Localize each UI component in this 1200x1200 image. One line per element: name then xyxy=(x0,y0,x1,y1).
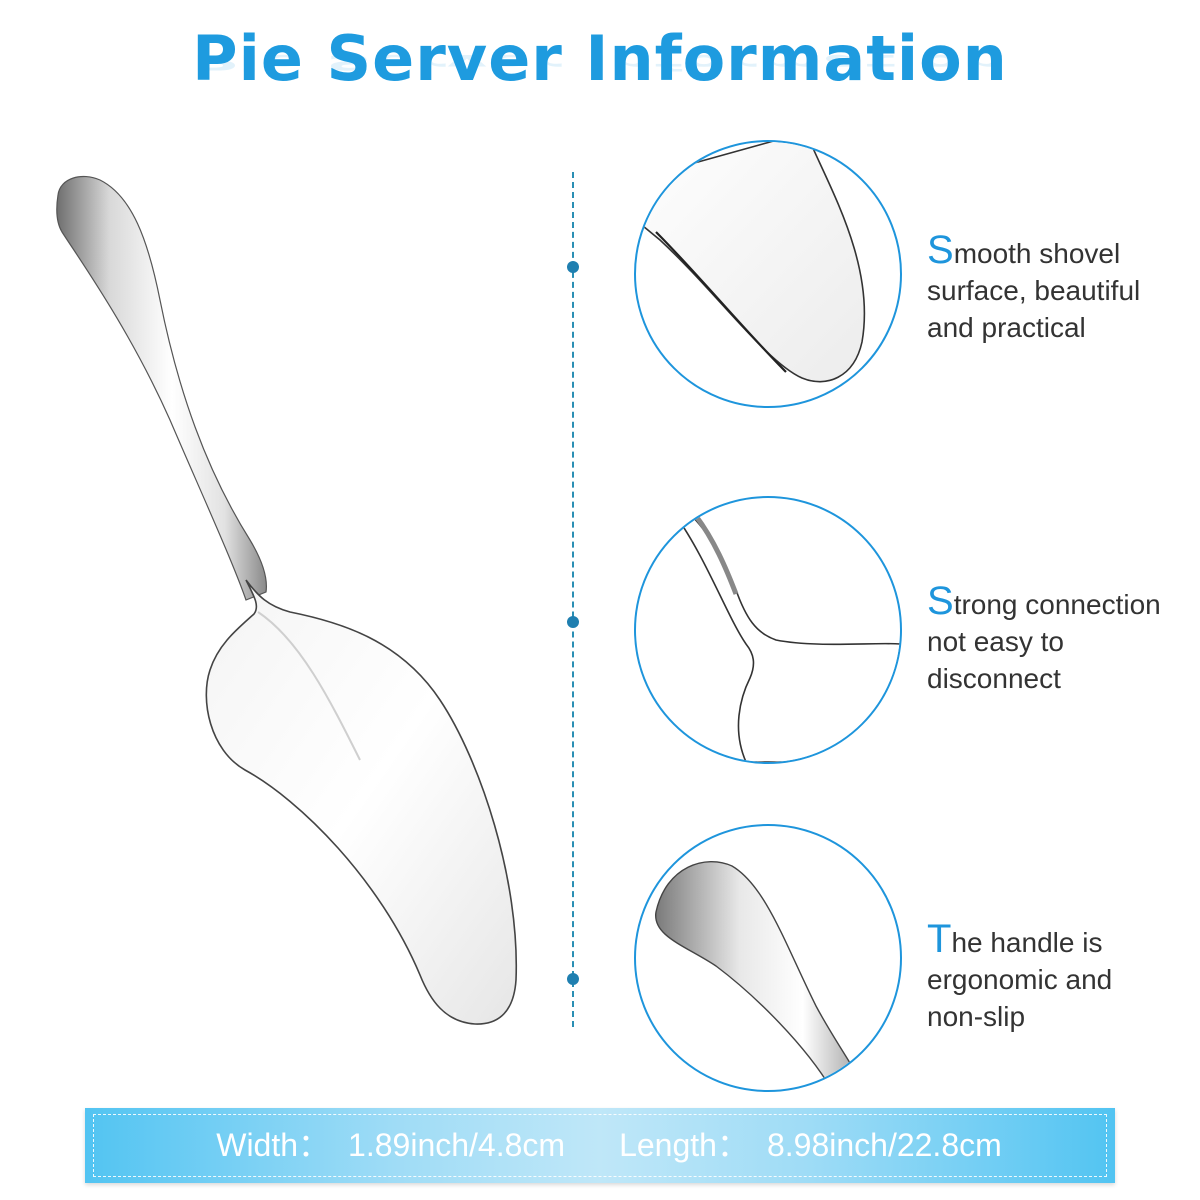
feature-smooth-surface: Smooth shovel surface, beautiful and pra… xyxy=(927,230,1197,346)
dashed-divider xyxy=(572,172,574,1027)
dimensions-bar: Width： 1.89inch/4.8cm Length： 8.98inch/22.8… xyxy=(85,1108,1115,1183)
length-label: Length： xyxy=(619,1127,749,1163)
feature-text: mooth shovel surface, beautiful and prac… xyxy=(927,238,1141,343)
server-blade xyxy=(205,579,518,1025)
page-title: Pie Server Information xyxy=(192,22,1008,95)
feature-initial: T xyxy=(927,917,952,961)
feature-ergonomic-handle: The handle is ergonomic and non-slip xyxy=(927,919,1197,1035)
feature-text: he handle is ergonomic and non-slip xyxy=(927,927,1113,1032)
dimensions-text: Width： 1.89inch/4.8cm Length： 8.98inch/22.8… xyxy=(85,1108,1115,1183)
handle-closeup-icon xyxy=(634,824,902,1092)
divider-dot xyxy=(567,973,579,985)
divider-dot xyxy=(567,616,579,628)
divider-dot xyxy=(567,261,579,273)
feature-initial: S xyxy=(927,228,954,272)
feature-initial: S xyxy=(927,579,954,623)
shovel-surface-closeup-icon xyxy=(634,140,902,408)
length-value: 8.98inch/22.8cm xyxy=(766,1127,1002,1163)
width-value: 1.89inch/4.8cm xyxy=(348,1127,566,1163)
server-handle xyxy=(56,175,267,601)
width-label: Width： xyxy=(216,1127,331,1163)
feature-text: trong connection not easy to disconnect xyxy=(927,589,1161,694)
neck-connection-closeup-icon xyxy=(634,496,902,764)
dimensions-bar-border xyxy=(93,1114,1107,1177)
feature-strong-connection: Strong connection not easy to disconnect xyxy=(927,581,1200,697)
title-area: Pie Server Information xyxy=(0,14,1200,134)
